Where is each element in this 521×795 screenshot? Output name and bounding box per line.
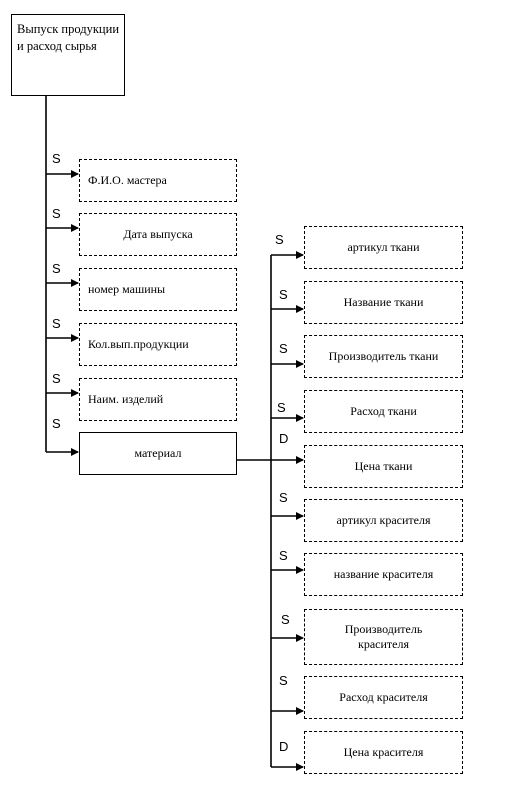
material-attribute-label: Расход ткани xyxy=(350,404,417,418)
material-attribute-box: артикул ткани xyxy=(304,226,463,269)
material-attribute-box: Название ткани xyxy=(304,281,463,324)
root-entity-label: Выпуск продукции и расход сырья xyxy=(17,22,120,53)
attribute-box: Наим. изделий xyxy=(79,378,237,421)
material-attribute-box: Цена ткани xyxy=(304,445,463,488)
material-attribute-box: Расход красителя xyxy=(304,676,463,719)
type-tag: S xyxy=(279,673,288,688)
material-attribute-box: артикул красителя xyxy=(304,499,463,542)
attribute-label: Дата выпуска xyxy=(123,227,193,241)
type-tag: S xyxy=(277,400,286,415)
material-attribute-label: Название ткани xyxy=(343,295,424,309)
material-attribute-box: Производитель ткани xyxy=(304,335,463,378)
material-attribute-box: Расход ткани xyxy=(304,390,463,433)
material-attribute-label: Расход красителя xyxy=(339,690,428,704)
type-tag: S xyxy=(281,612,290,627)
type-tag: S xyxy=(52,206,61,221)
material-attribute-label: Цена красителя xyxy=(343,745,424,759)
type-tag: S xyxy=(52,316,61,331)
attribute-label: Ф.И.О. мастера xyxy=(88,173,167,187)
root-entity-box: Выпуск продукции и расход сырья xyxy=(11,14,125,96)
material-entity-label: материал xyxy=(134,446,182,460)
type-tag: D xyxy=(279,431,289,446)
material-attribute-label: название красителя xyxy=(333,567,434,581)
type-tag: S xyxy=(52,371,61,386)
material-attribute-box: Цена красителя xyxy=(304,731,463,774)
material-attribute-box: название красителя xyxy=(304,553,463,596)
type-tag: S xyxy=(275,232,284,247)
attribute-label: номер машины xyxy=(88,282,166,296)
material-attribute-label: Производитель красителя xyxy=(344,622,423,651)
attribute-box: Ф.И.О. мастера xyxy=(79,159,237,202)
type-tag: S xyxy=(279,490,288,505)
type-tag: S xyxy=(279,548,288,563)
attribute-box: Дата выпуска xyxy=(79,213,237,256)
attribute-box: Кол.вып.продукции xyxy=(79,323,237,366)
type-tag: S xyxy=(52,261,61,276)
attribute-label: Кол.вып.продукции xyxy=(88,337,189,351)
type-tag: S xyxy=(52,416,61,431)
material-attribute-label: артикул красителя xyxy=(336,513,431,527)
material-entity-box: материал xyxy=(79,432,237,475)
material-attribute-label: Цена ткани xyxy=(354,459,413,473)
type-tag: D xyxy=(279,739,289,754)
type-tag: S xyxy=(279,341,288,356)
material-attribute-label: Производитель ткани xyxy=(328,349,439,363)
attribute-label: Наим. изделий xyxy=(88,392,164,406)
type-tag: S xyxy=(279,287,288,302)
type-tag: S xyxy=(52,151,61,166)
attribute-box: номер машины xyxy=(79,268,237,311)
material-attribute-box: Производитель красителя xyxy=(304,609,463,665)
material-attribute-label: артикул ткани xyxy=(347,240,420,254)
